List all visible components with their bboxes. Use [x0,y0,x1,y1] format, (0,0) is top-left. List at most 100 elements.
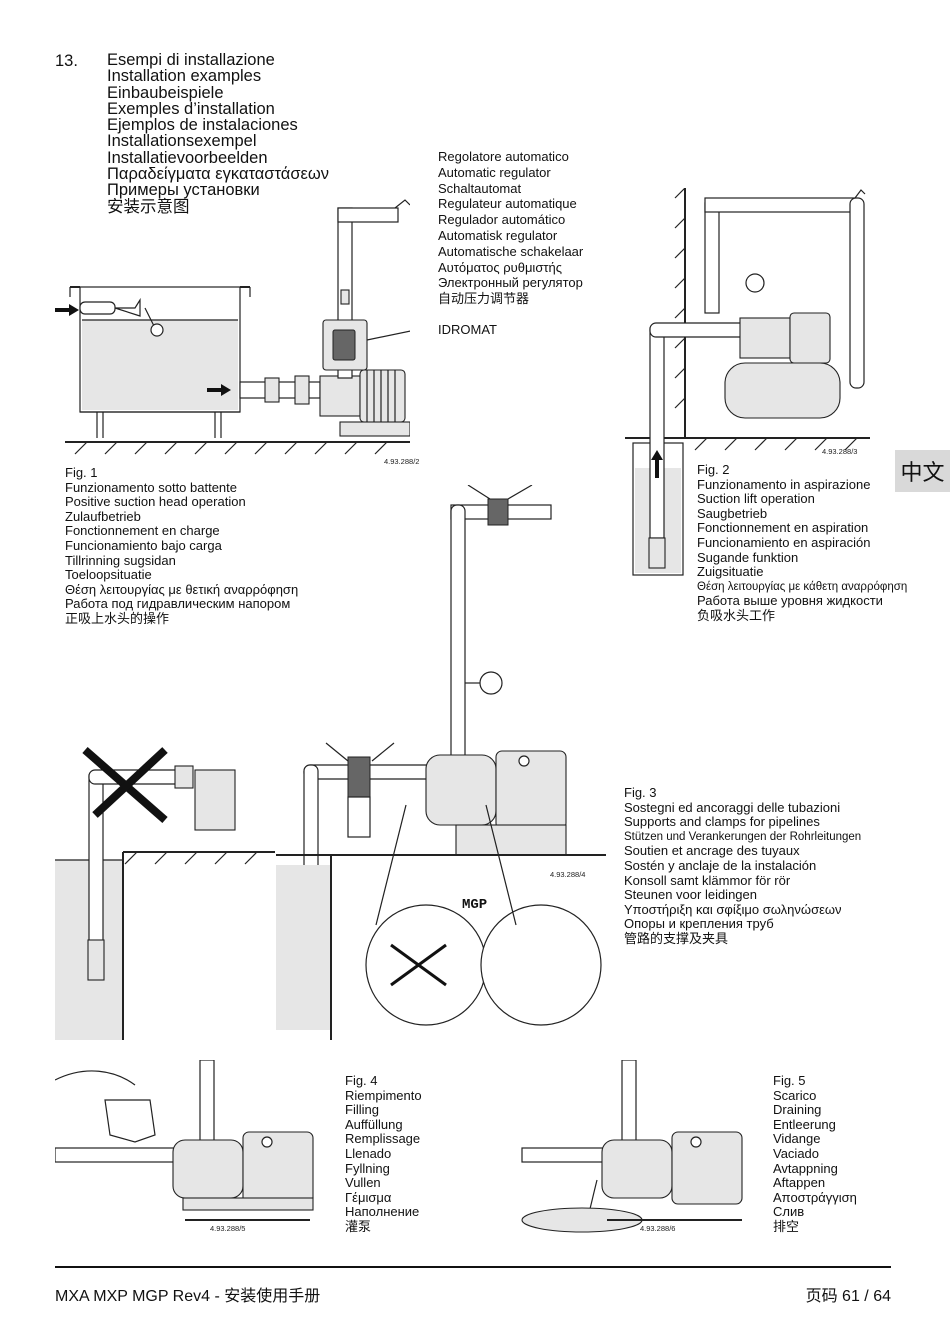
regulator-line: 自动压力调节器 [438,291,530,307]
fig5-code: 4.93.288/6 [640,1224,676,1233]
caption-line: 管路的支撑及夹具 [624,930,729,946]
fins [366,370,396,422]
caption-line: Llenado [345,1145,392,1161]
caption-line: Soutien et ancrage des tuyaux [624,843,800,859]
caption-line: Fig. 2 [697,462,730,477]
caption-line: Stützen und Verankerungen der Rohrleitun… [624,830,862,843]
fig4-illustration [55,1060,314,1221]
caption-line: Toeloopsituatie [65,567,152,583]
regulator-line: Regulador automático [438,212,566,228]
title-line: Exemples d’installation [107,99,275,118]
caption-line: Aftappen [773,1175,826,1191]
mgp-label: MGP [462,897,488,913]
caption-line: Vidange [773,1131,821,1147]
ground-hatch [74,441,388,455]
caption-line: 灌泵 [345,1218,372,1234]
regulator-legend: Regolatore automatico Automatic regulato… [438,149,583,307]
footer-divider [55,1266,891,1268]
title-line: Einbaubeispiele [107,83,224,102]
caption-line: Опоры и крепления труб [624,916,774,932]
caption-line: Riempimento [345,1087,422,1103]
caption-line: Fonctionnement en aspiration [697,520,869,536]
caption-line: Sostén y anclaje de la instalación [624,857,817,873]
caption-line: Zuigsituatie [697,564,764,580]
caption-line: Supports and clamps for pipelines [624,814,820,830]
fig1-illustration [55,199,410,455]
regulator-line: Regolatore automatico [438,149,569,164]
fig1-caption: Fig. 1 Funzionamento sotto battente Posi… [65,465,299,627]
caption-line: Γέμισμα [345,1189,392,1205]
caption-line: Vullen [345,1175,381,1191]
caption-line: Auffüllung [345,1116,403,1132]
regulator-line: Regulateur automatique [438,196,577,212]
ground-hatch [124,851,258,865]
caption-line: Scarico [773,1087,817,1103]
fig4-code: 4.93.288/5 [210,1224,246,1233]
caption-line: 正吸上水头的操作 [65,610,170,626]
caption-line: Работа под гидравлическим напором [65,596,291,612]
title-line: Installationsexempel [107,132,257,151]
regulator-line: Automatische schakelaar [438,243,584,259]
idromat-label: IDROMAT [438,322,497,337]
caption-line: Funzionamento sotto battente [65,479,238,495]
caption-line: Θέση λειτουργίας με κάθετη αναρρόφηση [697,580,908,593]
language-tab: 中文 [895,450,950,492]
section-titles: Esempi di installazione Installation exa… [107,52,329,215]
caption-line: Suction lift operation [697,491,815,507]
caption-line: Υποστήριξη και σφίξιμο σωληνώσεων [624,901,842,917]
fig2-code: 4.93.288/3 [822,447,858,456]
caption-line: Fig. 1 [65,465,98,480]
footer-title: MXA MXP MGP Rev4 - 安装使用手册 [55,1288,321,1305]
page-number: 页码 61 / 64 [805,1288,891,1305]
caption-line: Saugbetrieb [697,505,768,521]
caption-line: Sostegni ed ancoraggi delle tubazioni [624,799,841,815]
caption-line: 排空 [773,1218,800,1234]
caption-line: Fig. 5 [773,1073,806,1088]
wall-hatch [674,188,686,409]
title-line: Installatievoorbeelden [107,148,268,167]
title-line: Installation examples [107,67,262,86]
caption-line: Fonctionnement en charge [65,523,220,539]
caption-line: Слив [773,1204,805,1220]
title-line: Esempi di installazione [107,51,275,69]
fig2-illustration [625,188,870,576]
fig3-left-illustration [55,746,275,1040]
caption-line: Positive suction head operation [65,494,246,510]
caption-line: Fig. 3 [624,785,657,800]
fig3-code: 4.93.288/4 [550,870,586,879]
regulator-line: Электронный регулятор [438,275,583,291]
regulator-line: Automatic regulator [438,164,551,180]
caption-line: Tillrinning sugsidan [65,552,176,568]
caption-line: Filling [345,1102,379,1118]
fig2-caption: Fig. 2 Funzionamento in aspirazione Suct… [697,462,908,624]
caption-line: Zulaufbetrieb [65,508,141,524]
title-line: Παραδείγματα εγκαταστάσεων [107,165,329,184]
caption-line: Remplissage [345,1131,421,1147]
caption-line: 负吸水头工作 [697,607,776,623]
fig1-code: 4.93.288/2 [384,457,420,466]
section-number: 13. [55,52,78,70]
regulator-line: Automatisk regulator [438,227,558,243]
caption-line: Draining [773,1102,822,1118]
title-line: 安装示意图 [107,197,190,216]
fig5-illustration [521,1060,743,1233]
caption-line: Работа выше уровня жидкости [697,593,883,609]
caption-line: Fig. 4 [345,1073,378,1088]
caption-line: Funcionamiento bajo carga [65,537,222,553]
caption-line: Funzionamento in aspirazione [697,476,871,492]
caption-line: Vaciado [773,1145,820,1161]
caption-line: Θέση λειτουργίας με θετική αναρρόφηση [65,581,299,597]
fig3-caption: Fig. 3 Sostegni ed ancoraggi delle tubaz… [624,785,862,947]
floor-hatch [694,437,858,451]
caption-line: Fyllning [345,1160,390,1176]
caption-line: Avtappning [773,1160,838,1176]
title-line: Примеры установки [107,181,260,200]
caption-line: Sugande funktion [697,549,799,565]
fig5-caption: Fig. 5 Scarico Draining Entleerung Vidan… [773,1073,857,1235]
regulator-line: Schaltautomat [438,180,522,196]
regulator-line: Αυτόματος ρυθμιστής [438,259,562,275]
caption-line: Entleerung [773,1116,836,1132]
fig4-caption: Fig. 4 Riempimento Filling Auffüllung Re… [345,1073,422,1235]
caption-line: Наполнение [345,1204,420,1220]
caption-line: Funcionamiento en aspiración [697,534,871,550]
